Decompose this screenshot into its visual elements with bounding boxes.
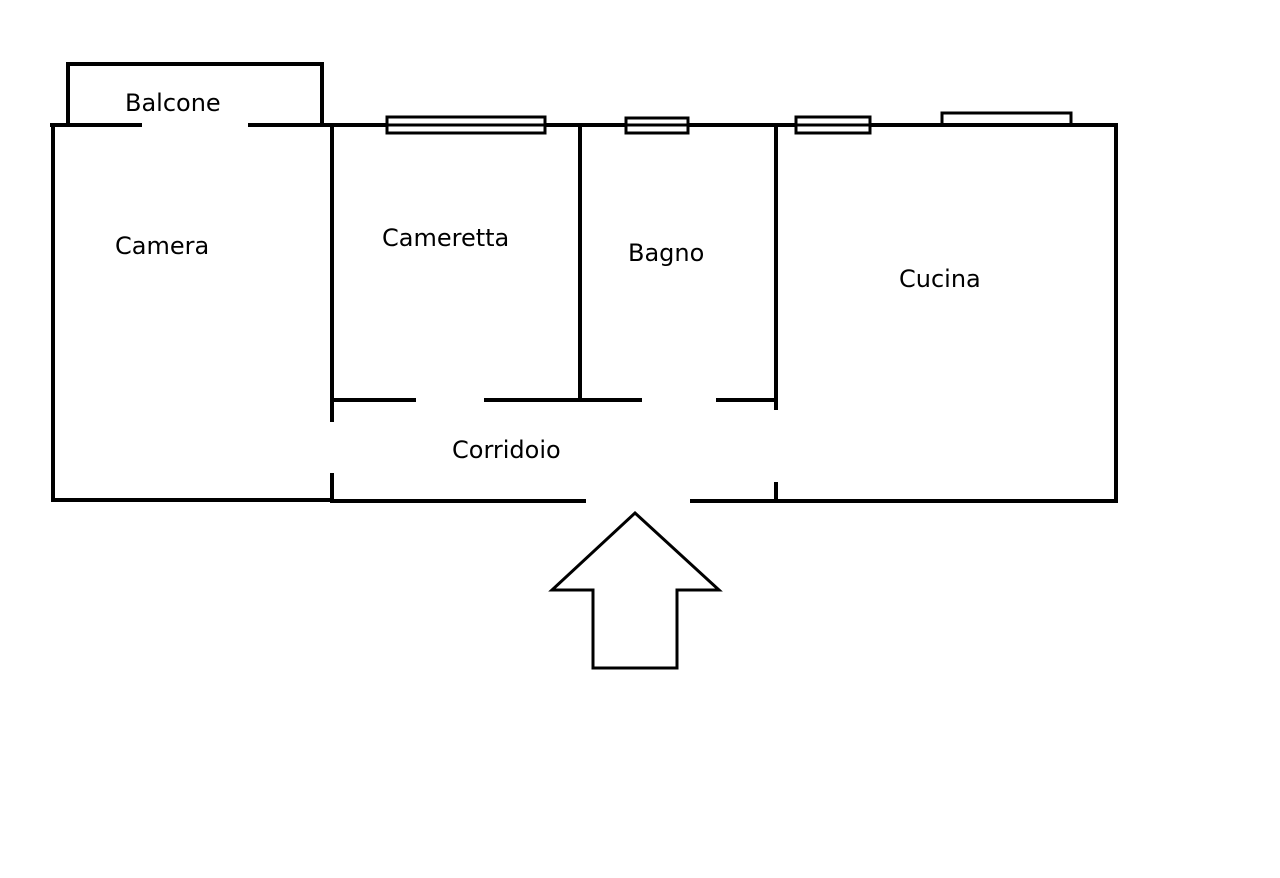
- room-label-balcone: Balcone: [125, 89, 221, 117]
- room-label-camera: Camera: [115, 232, 209, 260]
- room-label-cameretta: Cameretta: [382, 224, 509, 252]
- window-bagno: [624, 116, 690, 135]
- entrance-arrow-icon: [548, 510, 723, 670]
- window-cucina-right: [940, 111, 1073, 125]
- window-cucina-left: [794, 115, 872, 135]
- room-label-bagno: Bagno: [628, 239, 704, 267]
- room-label-cucina: Cucina: [899, 265, 981, 293]
- balcony-outline: [66, 62, 324, 126]
- room-label-corridoio: Corridoio: [452, 436, 561, 464]
- window-cameretta: [385, 115, 547, 135]
